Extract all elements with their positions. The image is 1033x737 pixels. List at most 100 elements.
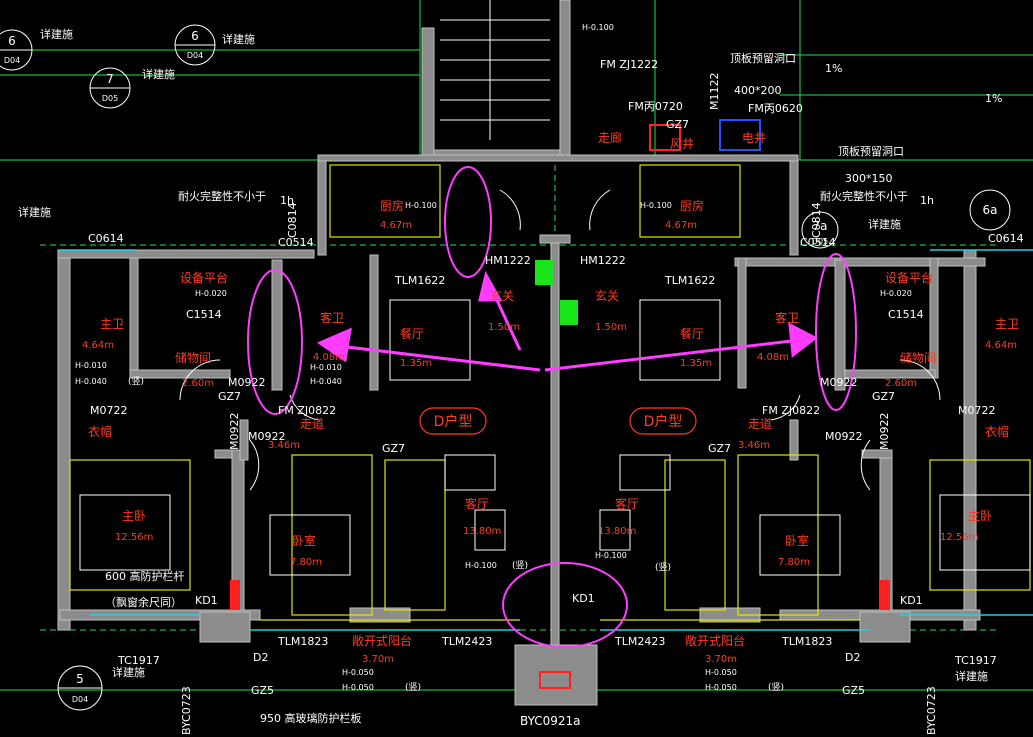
room-master-bed-right: 主卧 <box>968 509 992 523</box>
bubble-4-num: 5 <box>76 672 84 686</box>
door-m0922-right-rot: M0922 <box>878 413 891 451</box>
fire-time-left: 1h <box>280 194 294 207</box>
window-tlm2423-right: TLM2423 <box>614 635 665 648</box>
elev-stair: H-0.100 <box>582 23 614 32</box>
detail-ref-2: 详建施 <box>222 32 255 46</box>
room-corridor-right: 走道 <box>748 417 772 431</box>
room-storage-left: 储物间 <box>175 350 211 365</box>
detail-ref-4: 详建施 <box>18 205 51 219</box>
gang-living-right: (竖) <box>655 562 671 573</box>
door-m0722-left: M0722 <box>90 404 128 417</box>
furniture <box>79 299 1031 576</box>
window-byc0723-left: BYC0723 <box>180 686 193 735</box>
room-master-bath-right: 主卫 <box>995 317 1019 331</box>
elev-balcony-right-b: H-0.050 <box>705 683 737 692</box>
window-c1514-left: C1514 <box>186 308 222 321</box>
room-balcony-right: 敞开式阳台 <box>685 633 745 648</box>
bubble-2-sub: D04 <box>187 51 203 60</box>
door-m0922-right-a: M0922 <box>820 376 858 389</box>
rail-600-note: 600 高防护栏杆 <box>105 569 185 583</box>
room-cloak-left: 衣帽 <box>88 424 112 439</box>
room-storage-left-area: 2.60m <box>182 378 214 389</box>
door-fm-zj0822-left: FM ZJ0822 <box>278 404 336 417</box>
room-entrance-right-area: 1.50m <box>595 322 627 333</box>
window-c0614-left: C0614 <box>88 232 124 245</box>
hole-size-2: 300*150 <box>845 172 893 185</box>
room-entrance-right: 玄关 <box>595 288 619 303</box>
room-bedroom-left: 卧室 <box>292 533 316 548</box>
elev-guestbath-left-b: H-0.040 <box>310 377 342 386</box>
window-c0814-left: C0814 <box>286 202 299 238</box>
col-gz7-left-b: GZ7 <box>218 390 241 403</box>
room-living-right: 客厅 <box>615 496 639 511</box>
top-hole-note-2: 顶板预留洞口 <box>838 144 904 158</box>
room-bedroom-left-area: 7.80m <box>290 557 322 568</box>
room-elec-shaft: 电井 <box>742 131 766 145</box>
elev-guestbath-left: H-0.010 <box>310 363 342 372</box>
room-dining-right-area: 1.35m <box>680 358 712 369</box>
door-tlm1622-left: TLM1622 <box>394 274 445 287</box>
slope-1: 1% <box>825 62 842 75</box>
door-fm-zj1222: FM ZJ1222 <box>600 58 658 71</box>
bubble-3-num: 7 <box>106 72 114 86</box>
col-gz5-left: GZ5 <box>251 684 274 697</box>
window-tc1917-right: TC1917 <box>954 654 997 667</box>
room-kitchen-left: 厨房 <box>380 198 404 213</box>
unit-label-right: D户型 <box>644 413 683 430</box>
rail-950-note: 950 高玻璃防护栏板 <box>260 711 362 725</box>
elev-balcony-right: H-0.050 <box>705 668 737 677</box>
room-storage-right-area: 2.60m <box>885 378 917 389</box>
annotation-circles <box>247 166 857 648</box>
rail-600-subnote: （飘窗余尺同） <box>105 595 182 609</box>
room-living-right-area: 13.80m <box>598 526 636 537</box>
kd1-center: KD1 <box>572 592 595 605</box>
room-living-left: 客厅 <box>465 496 489 511</box>
window-c0514-right: C0514 <box>800 236 836 249</box>
elev-balcony-left-b: H-0.050 <box>342 683 374 692</box>
room-corridor-right-area: 3.46m <box>738 440 770 451</box>
col-gz5-right: GZ5 <box>842 684 865 697</box>
bubble-4-sub: D04 <box>72 695 88 704</box>
grid-bubbles <box>0 24 1011 711</box>
room-corridor-left-area: 3.46m <box>268 440 300 451</box>
window-byc0723-right: BYC0723 <box>925 686 938 735</box>
room-equip-right: 设备平台 <box>885 270 933 285</box>
bubble-2-num: 6 <box>191 29 199 43</box>
col-gz7-right-b: GZ7 <box>872 390 895 403</box>
detail-ref-3: 详建施 <box>142 67 175 81</box>
fire-note-right: 耐火完整性不小于 <box>820 189 908 203</box>
door-m0922-left-rot: M0922 <box>228 413 241 451</box>
room-fire-shaft: 风井 <box>670 137 694 151</box>
elev-kitchen-right: H-0.100 <box>640 201 672 210</box>
window-tlm2423-left: TLM2423 <box>441 635 492 648</box>
window-tlm1823-left: TLM1823 <box>277 635 328 648</box>
d2-right: D2 <box>845 651 860 664</box>
elev-balcony-left: H-0.050 <box>342 668 374 677</box>
detail-ref-7: 详建施 <box>955 669 988 683</box>
door-hm1222-left: HM1222 <box>485 254 531 267</box>
door-fm-m0720: FM丙0720 <box>628 100 683 113</box>
room-entrance-left-area: 1.50m <box>488 322 520 333</box>
elev-living-right: H-0.100 <box>595 551 627 560</box>
room-master-bath-right-area: 4.64m <box>985 340 1017 351</box>
window-c1514-right: C1514 <box>888 308 924 321</box>
room-balcony-right-area: 3.70m <box>705 654 737 665</box>
room-kitchen-right-area: 4.67m <box>665 220 697 231</box>
stairs <box>440 0 550 140</box>
bubble-1-num: 6 <box>8 34 16 48</box>
room-kitchen-left-area: 4.67m <box>380 220 412 231</box>
room-dining-right: 餐厅 <box>680 326 704 341</box>
detail-ref-6: 详建施 <box>868 217 901 231</box>
room-master-bath-left: 主卫 <box>100 317 124 331</box>
kd1-left: KD1 <box>195 594 218 607</box>
room-hallway: 走廊 <box>598 130 622 145</box>
window-c0514-left: C0514 <box>278 236 314 249</box>
room-bedroom-right: 卧室 <box>785 533 809 548</box>
col-gz7-right: GZ7 <box>708 442 731 455</box>
bubble-1-sub: D04 <box>4 56 20 65</box>
room-balcony-left: 敞开式阳台 <box>352 633 412 648</box>
room-master-bed-left: 主卧 <box>122 509 146 523</box>
fire-time-right: 1h <box>920 194 934 207</box>
room-master-bed-left-area: 12.56m <box>115 532 153 543</box>
